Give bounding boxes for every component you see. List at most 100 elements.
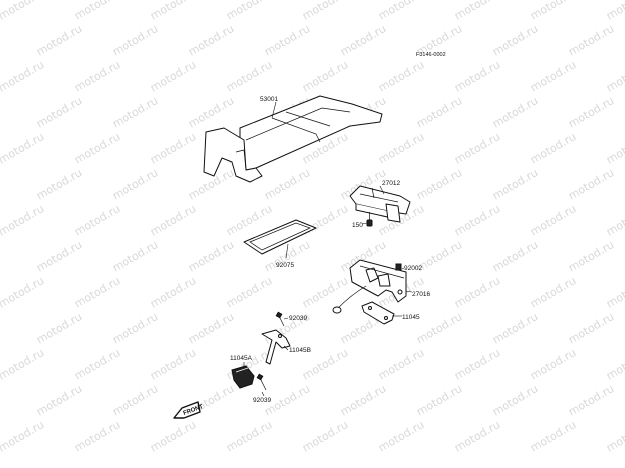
watermark-text: motod.ru — [34, 22, 84, 58]
watermark-text: motod.ru — [376, 418, 426, 454]
watermark-text: motod.ru — [604, 274, 625, 310]
watermark-text: motod.ru — [110, 310, 160, 346]
watermark-text: motod.ru — [376, 0, 426, 23]
watermark-text: motod.ru — [0, 346, 46, 382]
lock-27016-leader — [405, 290, 413, 293]
watermark-text: motod.ru — [186, 94, 236, 130]
watermark-text: motod.ru — [72, 418, 122, 454]
watermark-text: motod.ru — [338, 22, 388, 58]
watermark-text: motod.ru — [414, 166, 464, 202]
watermark-text: motod.ru — [148, 418, 198, 454]
watermark-text: motod.ru — [566, 22, 616, 58]
watermark-text: motod.ru — [34, 94, 84, 130]
watermark-text: motod.ru — [148, 58, 198, 94]
watermark-text: motod.ru — [186, 238, 236, 274]
plate-11045-part — [361, 301, 395, 325]
watermark-text: motod.ru — [148, 0, 198, 23]
watermark-text: motod.ru — [0, 58, 46, 94]
watermark-text: motod.ru — [300, 418, 350, 454]
watermark-text: motod.ru — [224, 58, 274, 94]
watermark-text: motod.ru — [72, 0, 122, 23]
label-53001: 53001 — [260, 96, 278, 103]
watermark-text: motod.ru — [186, 22, 236, 58]
watermark-text: motod.ru — [300, 0, 350, 23]
watermark-text: motod.ru — [148, 274, 198, 310]
watermark-text: motod.ru — [376, 346, 426, 382]
watermark-text: motod.ru — [604, 0, 625, 23]
watermark-text: motod.ru — [490, 382, 540, 418]
watermark-text: motod.ru — [262, 166, 312, 202]
watermark-text: motod.ru — [110, 94, 160, 130]
bracket-27012-leader — [379, 185, 385, 195]
label-27012: 27012 — [382, 180, 400, 187]
watermark-text: motod.ru — [376, 130, 426, 166]
watermark-text: motod.ru — [300, 274, 350, 310]
watermark-text: motod.ru — [604, 418, 625, 454]
watermark-text: motod.ru — [0, 274, 46, 310]
label-150: 150 — [352, 222, 363, 229]
watermark-text: motod.ru — [0, 418, 46, 454]
watermark-text: motod.ru — [528, 58, 578, 94]
watermark-text: motod.ru — [566, 382, 616, 418]
watermark-text: motod.ru — [566, 310, 616, 346]
bolt-92039-upper-part — [275, 311, 285, 327]
watermark-text: motod.ru — [452, 58, 502, 94]
watermark-text: motod.ru — [72, 346, 122, 382]
watermark-text: motod.ru — [224, 274, 274, 310]
label-92039-upper: 92039 — [289, 315, 307, 322]
watermark-text: motod.ru — [224, 418, 274, 454]
watermark-text: motod.ru — [186, 310, 236, 346]
watermark-text: motod.ru — [528, 130, 578, 166]
watermark-text: motod.ru — [452, 0, 502, 23]
watermark-text: motod.ru — [110, 238, 160, 274]
bracket-27012-part — [349, 185, 411, 223]
bolt-92039-lower-leader — [261, 391, 265, 397]
label-27016: 27016 — [412, 291, 430, 298]
bracket-11045b-leader — [283, 345, 289, 351]
watermark-text: motod.ru — [452, 346, 502, 382]
watermark-text: motod.ru — [148, 130, 198, 166]
watermark-text: motod.ru — [490, 310, 540, 346]
watermark-text: motod.ru — [528, 346, 578, 382]
bolt-150-leader — [361, 222, 368, 225]
watermark-text: motod.ru — [0, 0, 46, 23]
watermark-text: motod.ru — [338, 382, 388, 418]
watermark-text: motod.ru — [110, 382, 160, 418]
label-11045: 11045 — [402, 314, 420, 321]
watermark-text: motod.ru — [0, 130, 46, 166]
watermark-text: motod.ru — [452, 130, 502, 166]
watermark-text: motod.ru — [414, 94, 464, 130]
watermark-text: motod.ru — [0, 202, 46, 238]
bolt-92002-leader — [401, 267, 405, 270]
watermark-text: motod.ru — [376, 58, 426, 94]
watermark-text: motod.ru — [604, 58, 625, 94]
watermark-text: motod.ru — [452, 202, 502, 238]
watermark-text: motod.ru — [414, 310, 464, 346]
bolt-150-part — [366, 212, 373, 227]
seat-leader — [271, 101, 277, 119]
watermark-text: motod.ru — [262, 22, 312, 58]
bolt-92039-upper-leader — [283, 317, 289, 320]
watermark-text: motod.ru — [566, 166, 616, 202]
bolt-92039-lower-part — [256, 373, 267, 391]
watermark-text: motod.ru — [72, 58, 122, 94]
watermark-text: motod.ru — [72, 202, 122, 238]
watermark-text: motod.ru — [34, 382, 84, 418]
cable-part — [332, 285, 367, 314]
watermark-text: motod.ru — [72, 274, 122, 310]
label-11045B: 11045B — [289, 347, 311, 354]
watermark-text: motod.ru — [528, 418, 578, 454]
watermark-text: motod.ru — [604, 130, 625, 166]
watermark-text: motod.ru — [300, 58, 350, 94]
watermark-text: motod.ru — [604, 346, 625, 382]
watermark-text: motod.ru — [604, 202, 625, 238]
lock-27016-part — [349, 259, 407, 303]
watermark-text: motod.ru — [72, 130, 122, 166]
watermark-text: motod.ru — [490, 166, 540, 202]
damper-11045a-part — [231, 365, 255, 389]
watermark-text: motod.ru — [148, 346, 198, 382]
watermark-text: motod.ru — [490, 22, 540, 58]
label-92039-lower: 92039 — [253, 397, 271, 404]
